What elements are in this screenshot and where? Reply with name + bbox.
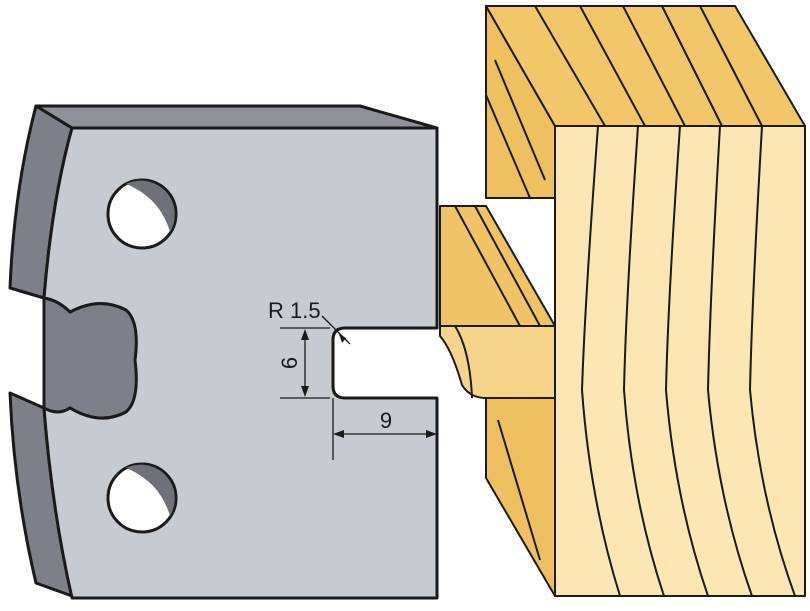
wood-grain — [454, 5, 796, 597]
wood-block — [439, 5, 806, 597]
grain-top-2 — [579, 5, 646, 127]
wood-tenon-top — [439, 205, 556, 327]
grain-front-3 — [664, 125, 709, 597]
grain-top-3 — [622, 5, 686, 127]
grain-tenon-1 — [454, 205, 521, 327]
grain-top-5 — [699, 5, 763, 127]
dimensions — [280, 315, 437, 460]
height-arrow-top — [301, 329, 309, 340]
width-arrow-left — [333, 430, 344, 438]
grain-front-4 — [706, 125, 753, 597]
grain-top-4 — [661, 5, 723, 127]
wood-tenon-profile — [439, 325, 556, 399]
grain-top-1 — [534, 5, 606, 127]
knife-top-bevel — [34, 104, 439, 130]
grain-side-3 — [497, 419, 541, 561]
mounting-hole-top-bevel — [126, 180, 175, 232]
grain-tenon-3 — [454, 325, 473, 399]
height-arrow-bottom — [301, 386, 309, 397]
height-label: 6 — [277, 357, 302, 369]
mounting-hole-bottom-bevel — [126, 464, 175, 516]
grain-side-1 — [494, 59, 546, 181]
grain-front-5 — [748, 125, 796, 597]
grain-front-1 — [580, 125, 621, 597]
grain-front-2 — [622, 125, 665, 597]
grain-side-2 — [485, 94, 531, 199]
width-arrow-right — [426, 430, 437, 438]
width-label: 9 — [380, 408, 392, 433]
radius-leader — [321, 315, 351, 345]
grain-tenon-2 — [474, 205, 541, 327]
radius-arrow — [339, 334, 346, 343]
radius-label: R 1.5 — [268, 298, 321, 323]
profile-knife — [8, 104, 439, 600]
